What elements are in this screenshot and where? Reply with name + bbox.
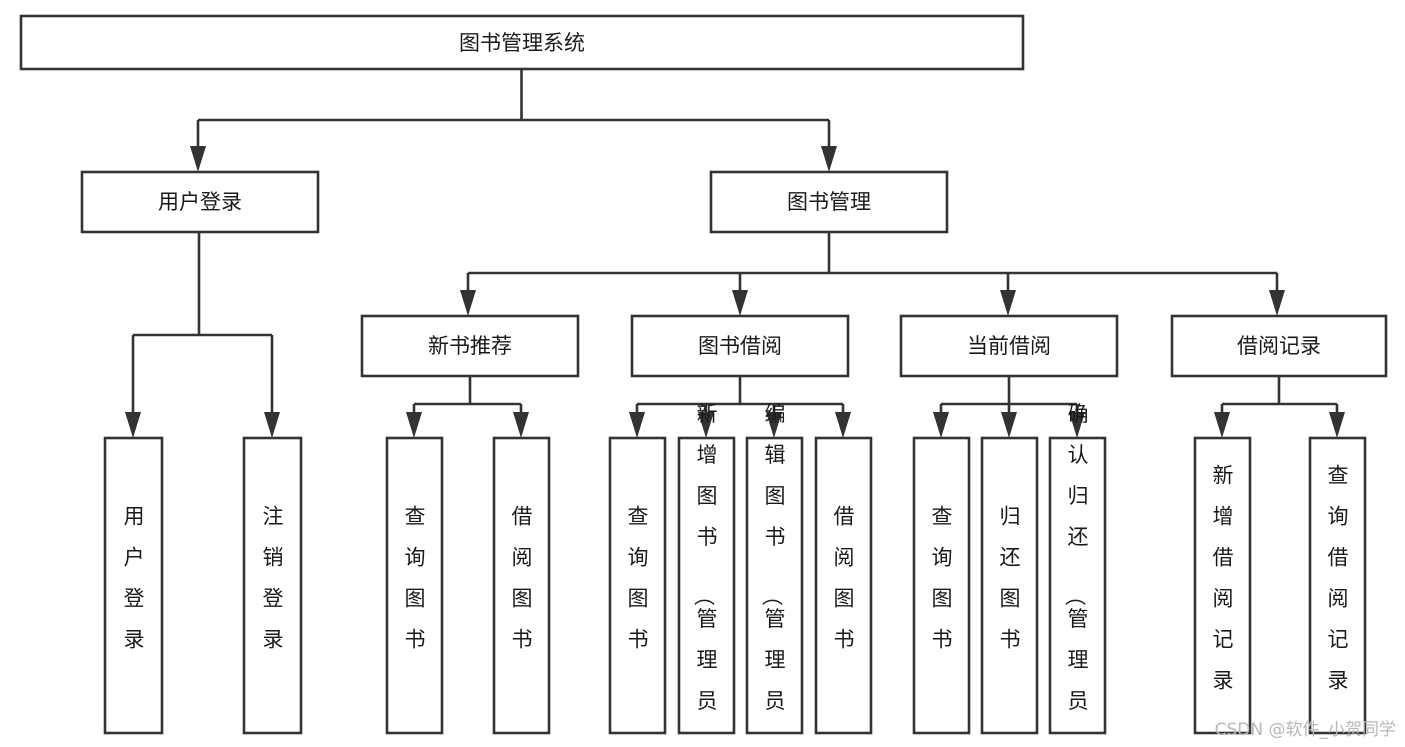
node-leaf-logout-label: 注销登录 (263, 505, 284, 652)
node-leaf-borrow-book-2[interactable]: 借阅图书 (814, 436, 873, 735)
node-root-label: 图书管理系统 (459, 31, 585, 55)
arrow-head-leaf-confirm-return (1069, 412, 1085, 438)
arrow-head-leaf-borrow-book-1 (513, 412, 529, 438)
node-leaf-borrow-book-1-box[interactable] (492, 436, 551, 735)
node-current-borrow-box[interactable] (899, 314, 1119, 378)
node-root-box[interactable] (19, 14, 1025, 71)
node-leaf-edit-book-box[interactable] (745, 436, 804, 735)
node-leaf-query-book-1[interactable]: 查询图书 (385, 436, 444, 735)
node-leaf-user-login-label: 用户登录 (124, 505, 145, 652)
node-borrow-record-label: 借阅记录 (1237, 334, 1321, 358)
node-new-book-rec-box[interactable] (360, 314, 580, 378)
node-leaf-return-book-label: 归还图书 (1000, 505, 1021, 652)
arrow-head-leaf-add-record (1214, 412, 1230, 438)
arrow-head-leaf-edit-book (766, 412, 782, 438)
arrow-head-leaf-query-book-3 (933, 412, 949, 438)
node-leaf-add-book-label: 新增图书（管理员） (692, 402, 718, 747)
node-book-borrow-label: 图书借阅 (698, 334, 782, 358)
node-user-login-box[interactable] (80, 170, 320, 234)
node-new-book-rec-label: 新书推荐 (428, 334, 512, 358)
node-book-manage-box[interactable] (709, 170, 949, 234)
node-leaf-add-book[interactable]: 新增图书（管理员） (677, 402, 736, 747)
arrow-head-leaf-return-book (1001, 412, 1017, 438)
node-leaf-confirm-return-box[interactable] (1048, 436, 1107, 735)
node-book-borrow[interactable]: 图书借阅 (630, 314, 850, 378)
node-leaf-confirm-return-label: 确认归还（管理员） (1063, 402, 1089, 747)
node-leaf-return-book[interactable]: 归还图书 (980, 436, 1039, 735)
node-leaf-query-record-label: 查询借阅记录 (1328, 464, 1349, 693)
node-new-book-rec[interactable]: 新书推荐 (360, 314, 580, 378)
node-user-login-label: 用户登录 (158, 190, 242, 214)
node-book-manage[interactable]: 图书管理 (709, 170, 949, 234)
connector-layer (125, 69, 1345, 438)
node-leaf-add-record-label: 新增借阅记录 (1213, 464, 1234, 693)
node-book-borrow-box[interactable] (630, 314, 850, 378)
node-leaf-query-book-1-box[interactable] (385, 436, 444, 735)
node-leaf-user-login-box[interactable] (103, 436, 164, 735)
arrow-head-leaf-query-book-1 (406, 412, 422, 438)
node-leaf-query-book-3-label: 查询图书 (932, 505, 953, 652)
node-leaf-add-record[interactable]: 新增借阅记录 (1193, 436, 1252, 735)
arrow-head-borrow-record (1269, 290, 1285, 316)
arrow-head-leaf-user-login (125, 412, 141, 438)
node-leaf-user-login[interactable]: 用户登录 (103, 436, 164, 735)
node-leaf-borrow-book-1[interactable]: 借阅图书 (492, 436, 551, 735)
arrow-head-book-manage (821, 146, 837, 172)
node-leaf-query-book-3-box[interactable] (912, 436, 971, 735)
node-leaf-query-book-2[interactable]: 查询图书 (608, 436, 667, 735)
node-borrow-record-box[interactable] (1170, 314, 1388, 378)
arrow-head-leaf-borrow-book-2 (835, 412, 851, 438)
node-user-login[interactable]: 用户登录 (80, 170, 320, 234)
node-leaf-borrow-book-2-label: 借阅图书 (834, 505, 855, 652)
node-leaf-query-book-2-label: 查询图书 (628, 505, 649, 652)
arrow-head-leaf-add-book (698, 412, 714, 438)
node-leaf-query-record-box[interactable] (1308, 436, 1367, 735)
node-leaf-edit-book-label: 编辑图书（管理员） (760, 402, 786, 747)
node-leaf-borrow-book-2-box[interactable] (814, 436, 873, 735)
node-leaf-borrow-book-1-label: 借阅图书 (512, 505, 533, 652)
node-leaf-query-book-3[interactable]: 查询图书 (912, 436, 971, 735)
node-current-borrow[interactable]: 当前借阅 (899, 314, 1119, 378)
arrow-head-leaf-query-record (1329, 412, 1345, 438)
arrow-head-user-login (190, 146, 206, 172)
arrow-head-new-book-rec (460, 290, 476, 316)
arrow-head-leaf-query-book-2 (629, 412, 645, 438)
node-leaf-query-book-2-box[interactable] (608, 436, 667, 735)
arrow-head-leaf-logout (264, 412, 280, 438)
node-leaf-return-book-box[interactable] (980, 436, 1039, 735)
node-leaf-query-record[interactable]: 查询借阅记录 (1308, 436, 1367, 735)
node-current-borrow-label: 当前借阅 (967, 334, 1051, 358)
node-leaf-logout-box[interactable] (242, 436, 303, 735)
node-root[interactable]: 图书管理系统 (19, 14, 1025, 71)
node-borrow-record[interactable]: 借阅记录 (1170, 314, 1388, 378)
csdn-watermark: CSDN @软件_小贺同学 (1215, 720, 1396, 740)
node-book-manage-label: 图书管理 (787, 190, 871, 214)
node-leaf-add-book-box[interactable] (677, 436, 736, 735)
node-leaf-edit-book[interactable]: 编辑图书（管理员） (745, 402, 804, 747)
node-leaf-add-record-box[interactable] (1193, 436, 1252, 735)
node-leaf-confirm-return[interactable]: 确认归还（管理员） (1048, 402, 1107, 747)
arrow-head-book-borrow (732, 290, 748, 316)
arrow-head-current-borrow (1000, 290, 1016, 316)
node-leaf-query-book-1-label: 查询图书 (405, 505, 426, 652)
node-leaf-logout[interactable]: 注销登录 (242, 436, 303, 735)
